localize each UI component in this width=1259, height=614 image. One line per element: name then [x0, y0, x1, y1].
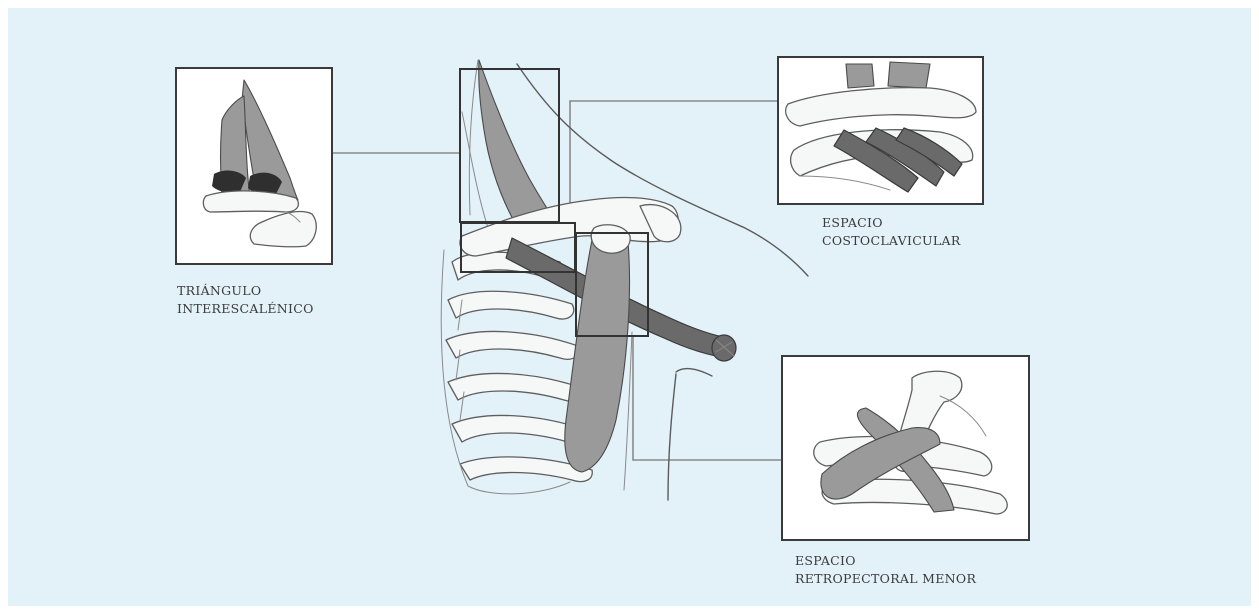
label-line: COSTOCLAVICULAR — [822, 232, 961, 250]
label-line: TRIÁNGULO — [177, 282, 314, 300]
label-triangulo-interescalenico: TRIÁNGULO INTERESCALÉNICO — [177, 282, 314, 318]
arm-contour-2 — [668, 374, 676, 500]
detail-box-interescalenico — [176, 68, 332, 264]
label-line: RETROPECTORAL MENOR — [795, 570, 976, 588]
detail-box-retropectoral — [782, 356, 1029, 540]
label-line: ESPACIO — [822, 214, 961, 232]
arm-contour-1 — [676, 369, 712, 376]
label-espacio-costoclavicular: ESPACIO COSTOCLAVICULAR — [822, 214, 961, 250]
shoulder-outline — [517, 64, 808, 276]
label-espacio-retropectoral-menor: ESPACIO RETROPECTORAL MENOR — [795, 552, 976, 588]
scalene-muscle — [479, 60, 560, 232]
label-line: ESPACIO — [795, 552, 976, 570]
central-drawing — [441, 60, 808, 500]
label-line: INTERESCALÉNICO — [177, 300, 314, 318]
neck-outline — [469, 60, 478, 215]
detail-box-costoclavicular — [778, 57, 983, 204]
